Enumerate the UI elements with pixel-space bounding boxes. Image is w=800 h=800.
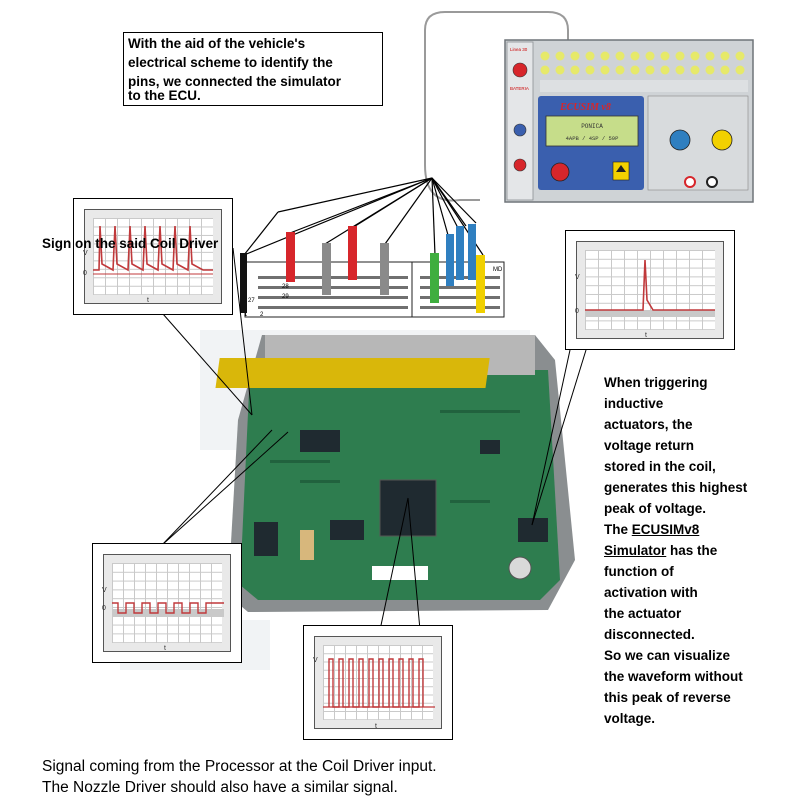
leader-lines: [161, 247, 587, 631]
scope-screen: V 0 t: [83, 209, 222, 304]
top-callout-line-3: pins, we connected the simulator: [128, 74, 342, 89]
right-line-8: The ECUSIMv8: [604, 519, 800, 540]
right-line-9-suffix: has the: [666, 543, 718, 558]
coil-driver-label: Sign on the said Coil Driver: [42, 236, 219, 251]
top-callout-line-4: to the ECU.: [128, 88, 201, 103]
pin-label-md: MD: [493, 267, 503, 273]
top-callout: [123, 32, 383, 106]
ecusim-brand-name: ECUSIMv8: [631, 522, 700, 537]
right-line-17: voltage.: [604, 711, 656, 726]
pin-label-29: 29: [282, 294, 289, 300]
ecu-simulator-device: Linea 30 BATERIA ECUSIM v8 PONICA 4APB /…: [424, 11, 754, 203]
sim-display-line1: PONICA: [581, 123, 603, 130]
ecu-circuit-board: [215, 335, 575, 612]
bottom-caption-line-2: The Nozzle Driver should also have a sim…: [42, 779, 398, 796]
square-wave-waveform: [112, 602, 224, 617]
scope-v-label: V: [102, 587, 107, 594]
scope-screen: V t: [313, 636, 442, 730]
pin-label-28: 28: [282, 284, 289, 290]
pin-label-2: 2: [260, 312, 264, 318]
sim-left-label-1: Linea 30: [510, 47, 528, 52]
sim-display-line2: 4APB / 4SP / 59P: [566, 135, 619, 142]
right-line-12: the actuator: [604, 606, 682, 621]
scope-t-label: t: [375, 723, 377, 730]
coil-driver-waveform: [93, 225, 213, 275]
right-line-9: Simulator has the: [604, 540, 800, 561]
right-line-10: function of: [604, 564, 674, 579]
scope-inductive-peak: V 0 t: [565, 230, 735, 350]
right-line-5: stored in the coil,: [604, 459, 716, 474]
sim-left-label-2: BATERIA: [510, 86, 529, 91]
scope-v-label: V: [575, 274, 580, 281]
scope-t-label: t: [645, 332, 647, 339]
sim-red-knob: [550, 162, 570, 182]
top-callout-text: With the aid of the vehicle's electrical…: [128, 34, 342, 103]
right-line-14: So we can visualize: [604, 648, 731, 663]
pulse-train-waveform: [323, 658, 435, 708]
scope-t-label: t: [147, 297, 149, 304]
right-line-2: inductive: [604, 396, 664, 411]
colored-pin-probes: [240, 224, 485, 313]
scope-screen: V 0 t: [102, 554, 231, 652]
right-line-4: voltage return: [604, 438, 695, 453]
scope-nozzle-signal: V t: [303, 625, 453, 740]
bottom-caption: Signal coming from the Processor at the …: [42, 756, 437, 798]
inductive-peak-waveform: [585, 259, 715, 317]
scope-grid: [112, 563, 222, 643]
scope-zero-label: 0: [83, 270, 87, 277]
top-callout-line-1: With the aid of the vehicle's: [128, 36, 306, 51]
sim-logo: ECUSIM v8: [559, 102, 611, 113]
right-line-7: peak of voltage.: [604, 501, 707, 516]
right-line-3: actuators, the: [604, 417, 693, 432]
scope-screen: V 0 t: [575, 241, 724, 339]
right-line-1: When triggering: [604, 375, 708, 390]
right-line-11: activation with: [604, 585, 698, 600]
bottom-caption-line-1: Signal coming from the Processor at the …: [42, 758, 437, 775]
scope-zero-label: 0: [102, 605, 106, 612]
scope-t-label: t: [164, 645, 166, 652]
scope-zero-label: 0: [575, 308, 579, 315]
sim-blue-knob: [669, 129, 691, 151]
right-line-16: this peak of reverse: [604, 690, 731, 705]
pin-label-27: 27: [248, 298, 255, 304]
sim-yellow-knob: [711, 129, 733, 151]
scope-v-label: V: [83, 250, 88, 257]
right-explanation: When triggering inductive actuators, the…: [604, 372, 800, 729]
scope-processor-signal: V 0 t: [92, 543, 242, 663]
top-callout-line-2: electrical scheme to identify the: [128, 55, 333, 70]
ecusim-brand-line2: Simulator: [604, 543, 667, 558]
right-line-6: generates this highest: [604, 480, 748, 495]
right-line-8-prefix: The: [604, 522, 632, 537]
sim-led-row: [540, 51, 745, 75]
scope-v-label: V: [313, 657, 318, 664]
ecu-connector: 27 28 29 1 2 MD: [244, 261, 505, 318]
scope-coil-driver: V 0 t: [73, 198, 233, 315]
right-line-15: the waveform without: [604, 669, 743, 684]
pin-label-1: 1: [244, 312, 248, 318]
right-line-13: disconnected.: [604, 627, 695, 642]
